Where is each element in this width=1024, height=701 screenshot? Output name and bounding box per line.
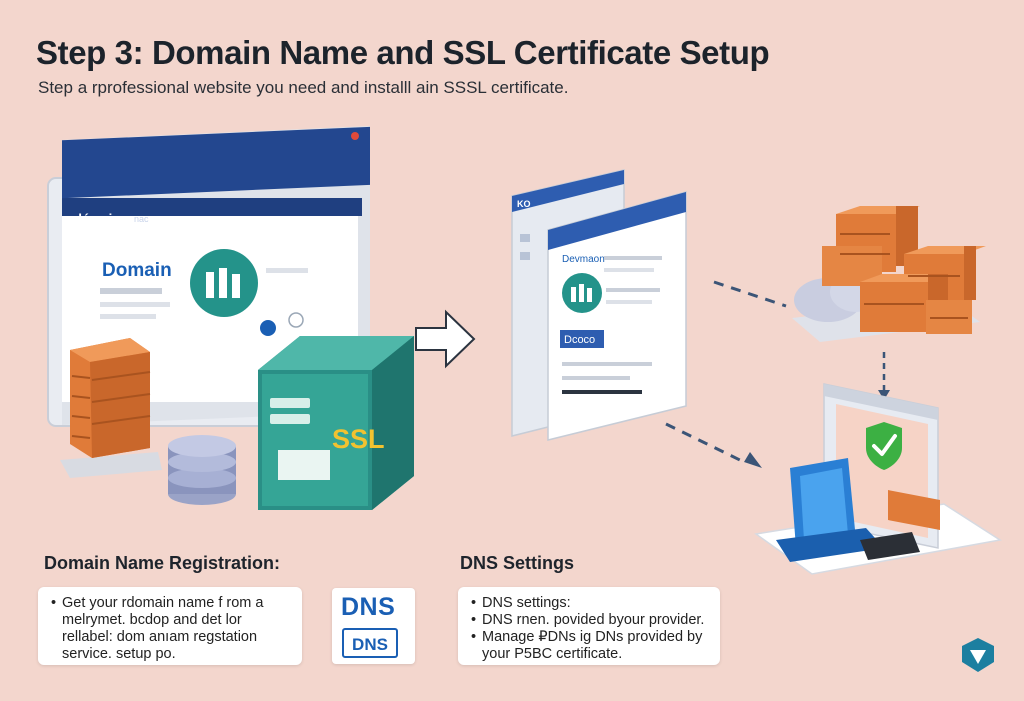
server-stack-icon <box>822 206 986 334</box>
document-heading: Devmaon <box>562 254 605 265</box>
ssl-label: SSL <box>332 424 385 454</box>
document-icon: KO Devmaon Dcoco <box>511 169 687 441</box>
arrow-right-icon <box>415 309 476 369</box>
domain-section-title: Domain Name Registration: <box>44 553 281 573</box>
browser-tab-extra: nac <box>134 214 149 224</box>
dns-card: DNS settings: DNS rnen. povided byour pr… <box>458 587 720 665</box>
dns-badge-bottom: DNS <box>342 628 398 658</box>
dns-badge-top: DNS <box>341 593 396 621</box>
dns-list-item: Manage ₽DNs ig DNs provided by your P5BC… <box>471 629 708 663</box>
server-icon <box>60 338 162 478</box>
document-button: Dcoco <box>564 334 595 346</box>
page-subtitle: Step a rprofessional website you need an… <box>38 78 569 97</box>
dns-list-item: DNS rnen. povided byour provider. <box>471 612 708 629</box>
dns-list: DNS settings: DNS rnen. povided byour pr… <box>470 595 708 663</box>
shield-check-icon <box>866 422 902 470</box>
domain-card: Get your rdomain name f rom a melrymet. … <box>38 587 302 665</box>
dns-section-title: DNS Settings <box>460 553 575 573</box>
domain-list-item: Get your rdomain name f rom a melrymet. … <box>51 595 290 663</box>
dns-list-item: DNS settings: <box>471 595 708 612</box>
dns-badge-icon: DNS DNS <box>332 588 415 664</box>
logo-icon <box>962 638 994 672</box>
browser-tab-label: dómain <box>74 211 120 226</box>
laptop-icon <box>754 383 1003 575</box>
browser-heading: Domain <box>102 260 172 281</box>
database-icon <box>168 435 236 505</box>
page-title: Step 3: Domain Name and SSL Certificate … <box>36 34 770 71</box>
ssl-box-icon: SSL <box>258 336 414 510</box>
document-tab-label: KO <box>517 199 531 209</box>
domain-list: Get your rdomain name f rom a melrymet. … <box>50 595 290 663</box>
